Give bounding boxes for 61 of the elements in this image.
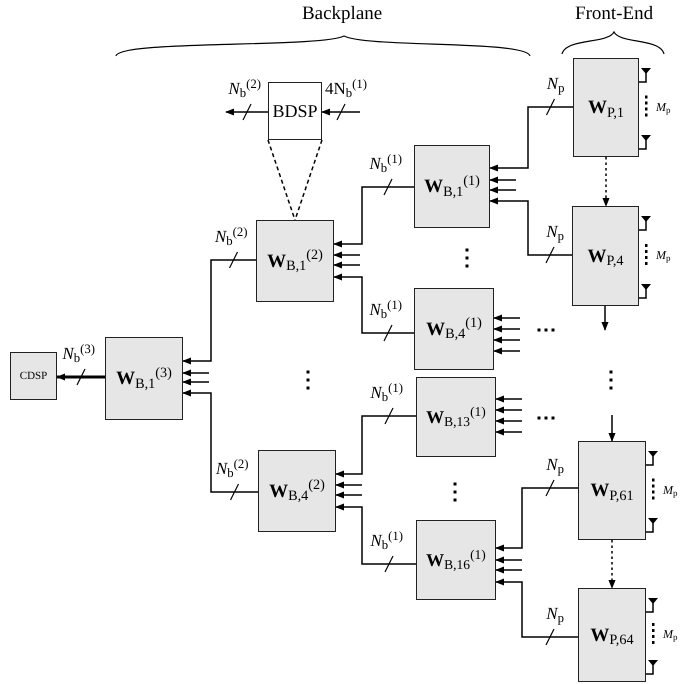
process-box <box>573 58 639 157</box>
arrow <box>495 417 522 425</box>
arrow <box>495 395 522 403</box>
process-box <box>105 337 183 420</box>
node-label: W$_{P,64}$ <box>590 626 634 644</box>
process-box <box>416 520 496 600</box>
arrow <box>335 481 362 489</box>
arrow <box>489 197 572 256</box>
process-box <box>268 82 322 140</box>
arrow <box>602 157 610 207</box>
arrow <box>182 378 209 386</box>
arrow <box>495 428 522 436</box>
arrow <box>601 306 609 331</box>
arrow <box>495 556 522 564</box>
arrow <box>495 406 522 414</box>
element-count-label: M$_{p}$ <box>656 249 670 261</box>
process-box <box>10 352 57 400</box>
process-box <box>572 206 639 306</box>
arrow <box>608 415 616 442</box>
node-label: W$_{P,4}$ <box>587 246 624 266</box>
arrow <box>225 108 268 116</box>
arrow <box>489 176 516 184</box>
arrow <box>493 347 520 355</box>
arrow <box>182 369 209 377</box>
arrow <box>321 108 360 116</box>
element-count-label: M$_{p}$ <box>663 628 678 640</box>
arrow <box>56 373 105 381</box>
arrow <box>182 259 256 365</box>
arrow <box>493 336 520 344</box>
arrow <box>495 578 578 638</box>
arrow <box>608 540 616 589</box>
arrow <box>333 273 414 334</box>
arrow <box>182 389 258 493</box>
arrow <box>333 251 360 259</box>
element-count-label: M$_{p}$ <box>663 484 678 496</box>
arrow <box>489 106 573 172</box>
node-label: CDSP <box>20 370 48 382</box>
process-box <box>414 145 490 228</box>
process-box <box>578 441 646 540</box>
arrow <box>495 566 522 574</box>
process-box <box>258 450 336 532</box>
process-box <box>256 220 334 302</box>
arrow <box>493 314 520 322</box>
arrow <box>493 325 520 333</box>
arrow <box>335 415 416 478</box>
node-label: W$_{P,61}$ <box>590 481 634 500</box>
group-label: Front-End <box>575 4 654 23</box>
arrow <box>333 186 414 248</box>
arrow <box>335 503 416 565</box>
arrow <box>495 487 578 552</box>
arrow <box>335 491 362 499</box>
node-label: W$_{P,1}$ <box>588 98 624 117</box>
process-box <box>578 588 646 682</box>
node-label: BDSP <box>272 102 318 120</box>
arrow <box>489 186 516 194</box>
element-count-label: M$_{p}$ <box>656 100 670 112</box>
process-box <box>416 377 496 457</box>
arrow <box>333 261 360 269</box>
connector-line <box>267 139 323 221</box>
group-label: Backplane <box>302 4 382 23</box>
process-box <box>414 288 494 370</box>
